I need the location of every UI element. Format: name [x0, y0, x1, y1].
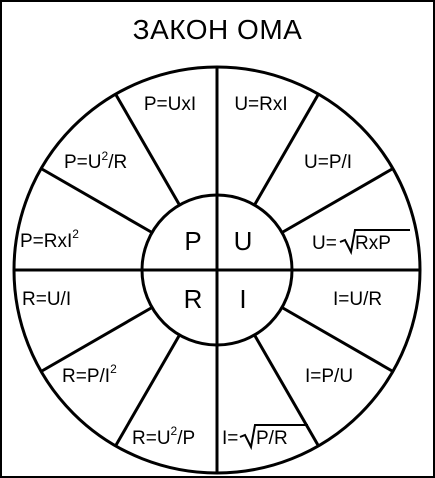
formula-u-sqrt-prefix: U= [312, 233, 337, 254]
formula-i-pu: I=P/U [305, 366, 353, 387]
formula-u-pi: U=P/I [304, 152, 352, 173]
formula-u-rxi: U=RxI [234, 94, 287, 115]
formula-r-pi2: R=P/I2 [62, 362, 117, 387]
formula-r-u2p: R=U2/P [132, 424, 195, 449]
inner-cross [142, 195, 292, 345]
formula-u-sqrt-radicand: RxP [355, 233, 391, 254]
formula-p-rxi2: P=RxI2 [20, 227, 79, 252]
divider-lines [14, 67, 420, 473]
sqrt-sign-icon [339, 229, 410, 256]
sqrt-sign-icon [239, 424, 308, 451]
center-letter-u: U [234, 226, 253, 256]
divider-line [40, 167, 153, 234]
formula-u-sqrt: U= RxP [312, 229, 410, 256]
formula-i-sqrt: I= P/R [222, 424, 308, 451]
formula-p-u2r: P=U2/R [64, 149, 127, 173]
diagram-title: ЗАКОН ОМА [132, 14, 303, 45]
center-letter-r: R [184, 284, 203, 314]
divider-line [281, 167, 394, 234]
divider-line [114, 93, 181, 206]
formula-i-sqrt-prefix: I= [222, 428, 238, 449]
formula-i-sqrt-radicand: P/R [256, 428, 288, 449]
center-letter-i: I [239, 284, 246, 314]
divider-line [253, 334, 320, 447]
formula-p-uxi: P=UxI [144, 94, 196, 115]
center-letter-p: P [184, 226, 201, 256]
divider-line [253, 93, 320, 206]
divider-line [40, 306, 153, 373]
divider-line [114, 334, 181, 447]
divider-line [281, 306, 394, 373]
formula-r-ui: R=U/I [22, 289, 71, 310]
formula-i-ur: I=U/R [333, 289, 382, 310]
